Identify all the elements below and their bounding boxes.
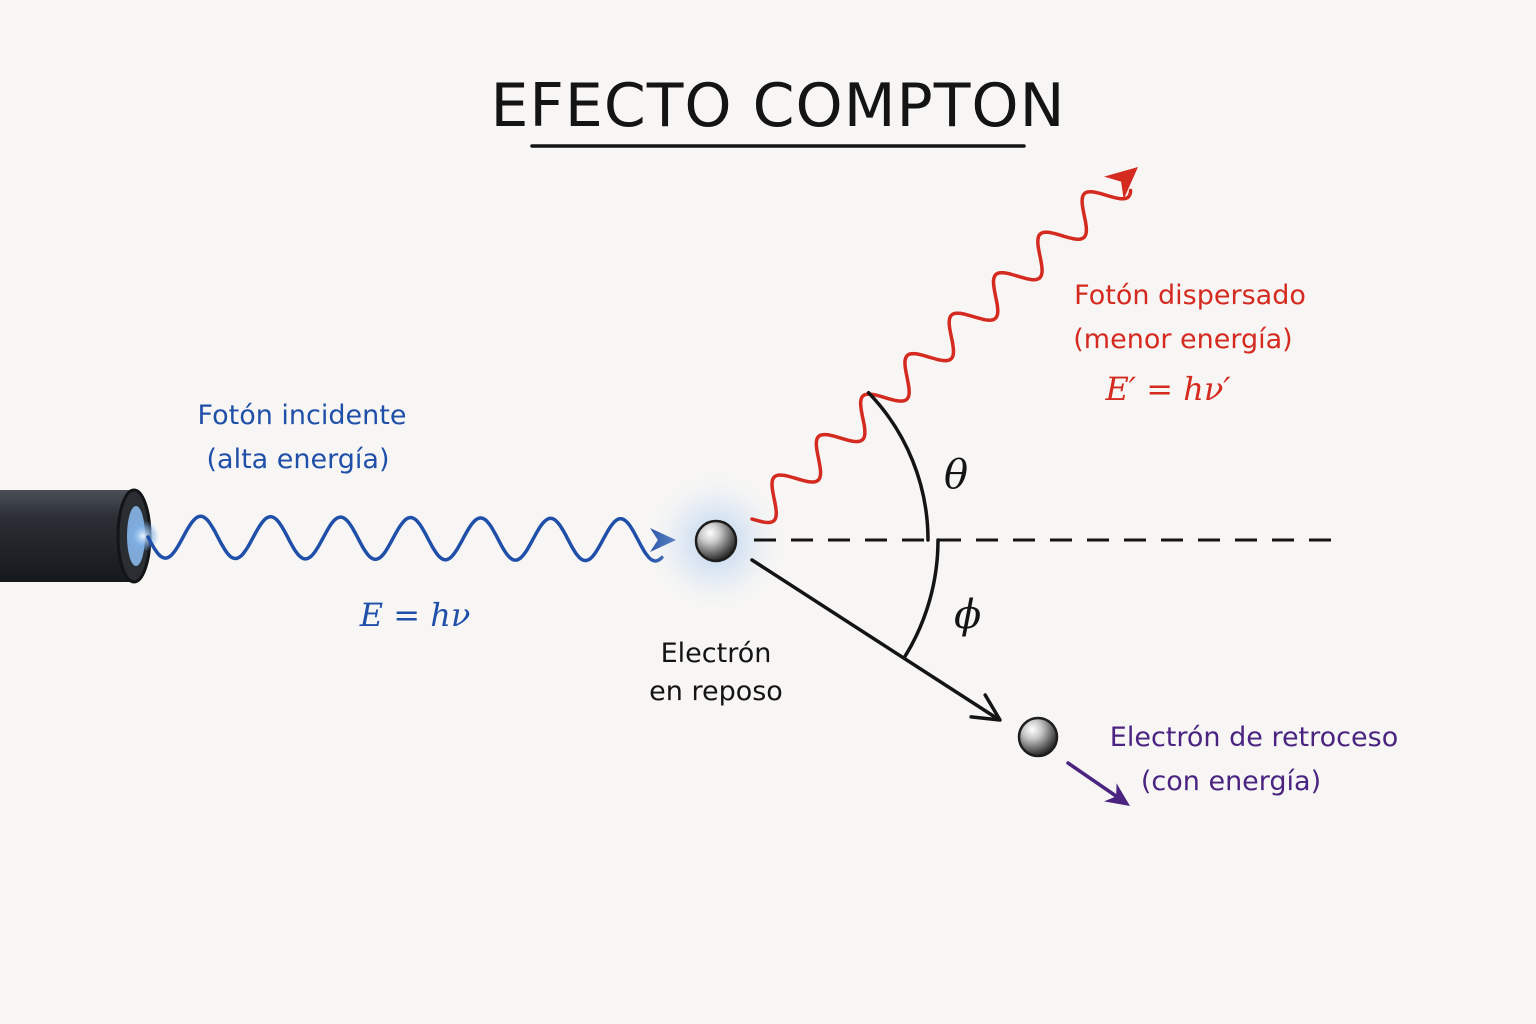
scattered-arrowhead-icon [1104,167,1138,200]
electron-rest-label-line1: Electrón [661,638,772,669]
phi-label: ϕ [954,592,981,638]
incident-equation: E = hν [359,596,471,634]
theta-label: θ [944,452,968,498]
recoil-label-line1: Electrón de retroceso [1110,722,1398,753]
scattered-equation: E′ = hν′ [1104,370,1231,408]
electron-rest-icon [694,519,738,563]
scattered-label-line1: Fotón dispersado [1074,280,1306,311]
recoil-electron-path [750,558,1000,721]
recoil-electron-icon [1017,716,1059,758]
recoil-motion-arrow [1066,761,1118,798]
recoil-label-line2: (con energía) [1141,766,1321,797]
scattered-label-line2: (menor energía) [1073,324,1292,355]
phi-angle-arc [902,538,940,660]
scattered-photon-wave [750,188,1133,525]
theta-angle-arc [866,390,930,542]
electron-rest-label-line2: en reposo [649,676,783,707]
recoil-arrowhead-icon [969,693,1002,722]
photon-source-tube-icon [0,488,159,584]
diagram-title: EFECTO COMPTON [490,71,1065,141]
recoil-motion-arrowhead-icon [1104,783,1130,806]
incident-photon-wave [146,514,664,563]
incident-label-line2: (alta energía) [207,444,390,475]
incident-label-line1: Fotón incidente [198,400,407,431]
